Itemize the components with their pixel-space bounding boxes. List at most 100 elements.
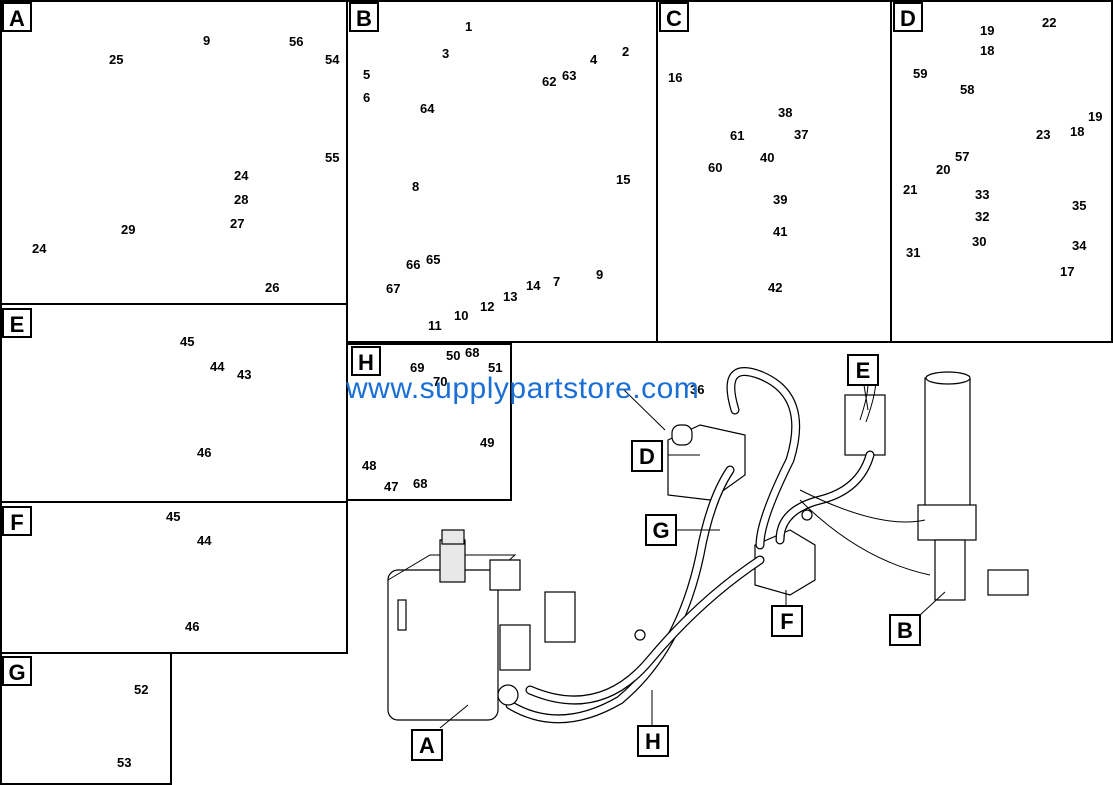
part-number: 15: [616, 172, 631, 187]
part-number: 25: [109, 52, 124, 67]
panel-f: [0, 501, 348, 654]
part-number: 22: [1042, 15, 1057, 30]
part-number: 68: [465, 345, 480, 360]
part-number: 18: [980, 43, 995, 58]
part-number: 36: [690, 382, 705, 397]
part-number: 2: [622, 44, 630, 59]
part-number: 59: [913, 66, 928, 81]
part-number: 31: [906, 245, 921, 260]
panel-b-tag: B: [349, 2, 379, 32]
part-number: 8: [412, 179, 420, 194]
part-number: 46: [185, 619, 200, 634]
part-number: 9: [203, 33, 211, 48]
part-number: 65: [426, 252, 441, 267]
part-number: 19: [980, 23, 995, 38]
part-number: 16: [668, 70, 683, 85]
panel-e-tag: E: [2, 308, 32, 338]
watermark-text: www.supplypartstore.com: [346, 372, 700, 405]
part-number: 67: [386, 281, 401, 296]
part-number: 45: [166, 509, 181, 524]
part-number: 20: [936, 162, 951, 177]
part-number: 13: [503, 289, 518, 304]
part-number: 54: [325, 52, 340, 67]
panel-a: [0, 0, 348, 305]
part-number: 43: [237, 367, 252, 382]
part-number: 50: [446, 348, 461, 363]
part-number: 48: [362, 458, 377, 473]
main-assembly-drawing: [387, 366, 1029, 724]
part-number: 53: [117, 755, 132, 770]
part-number: 14: [526, 278, 541, 293]
part-number: 62: [542, 74, 557, 89]
panel-a-tag: A: [2, 2, 32, 32]
part-number: 7: [553, 274, 561, 289]
part-number: 41: [773, 224, 788, 239]
part-number: 40: [760, 150, 775, 165]
part-number: 38: [778, 105, 793, 120]
part-number: 4: [590, 52, 598, 67]
part-number: 27: [230, 216, 245, 231]
part-number: 6: [363, 90, 371, 105]
part-number: 68: [413, 476, 428, 491]
panel-g-tag: G: [2, 656, 32, 686]
part-number: 66: [406, 257, 421, 272]
part-number: 24: [32, 241, 47, 256]
part-number: 39: [773, 192, 788, 207]
part-number: 34: [1072, 238, 1087, 253]
part-number: 30: [972, 234, 987, 249]
part-number: 3: [442, 46, 450, 61]
part-number: 1: [465, 19, 473, 34]
part-number: 52: [134, 682, 149, 697]
part-number: 18: [1070, 124, 1085, 139]
part-number: 21: [903, 182, 918, 197]
part-number: 11: [428, 318, 442, 333]
panel-d-tag: D: [893, 2, 923, 32]
panel-h-tag: H: [351, 346, 381, 376]
part-number: 61: [730, 128, 745, 143]
callout-e: E: [847, 354, 879, 386]
part-number: 19: [1088, 109, 1103, 124]
part-number: 17: [1060, 264, 1075, 279]
panel-d: [890, 0, 1113, 343]
panel-e: [0, 303, 348, 503]
panel-c: [656, 0, 892, 343]
part-number: 58: [960, 82, 975, 97]
part-number: 42: [768, 280, 783, 295]
callout-h: H: [637, 725, 669, 757]
part-number: 45: [180, 334, 195, 349]
part-number: 24: [234, 168, 249, 183]
part-number: 70: [433, 374, 448, 389]
callout-g: G: [645, 514, 677, 546]
part-number: 51: [488, 360, 503, 375]
part-number: 63: [562, 68, 577, 83]
part-number: 64: [420, 101, 435, 116]
part-number: 69: [410, 360, 425, 375]
part-number: 9: [596, 267, 604, 282]
part-number: 10: [454, 308, 469, 323]
part-number: 33: [975, 187, 990, 202]
part-number: 60: [708, 160, 723, 175]
panel-f-tag: F: [2, 506, 32, 536]
part-number: 44: [210, 359, 225, 374]
panel-b: [346, 0, 658, 343]
callout-f: F: [771, 605, 803, 637]
part-number: 32: [975, 209, 990, 224]
part-number: 28: [234, 192, 249, 207]
part-number: 35: [1072, 198, 1087, 213]
part-number: 55: [325, 150, 340, 165]
part-number: 5: [363, 67, 371, 82]
part-number: 12: [480, 299, 495, 314]
part-number: 26: [265, 280, 280, 295]
part-number: 29: [121, 222, 136, 237]
callout-d: D: [631, 440, 663, 472]
part-number: 44: [197, 533, 212, 548]
part-number: 37: [794, 127, 809, 142]
callout-b: B: [889, 614, 921, 646]
callout-a: A: [411, 729, 443, 761]
part-number: 49: [480, 435, 495, 450]
part-number: 47: [384, 479, 399, 494]
part-number: 23: [1036, 127, 1051, 142]
part-number: 46: [197, 445, 212, 460]
part-number: 57: [955, 149, 970, 164]
part-number: 56: [289, 34, 304, 49]
